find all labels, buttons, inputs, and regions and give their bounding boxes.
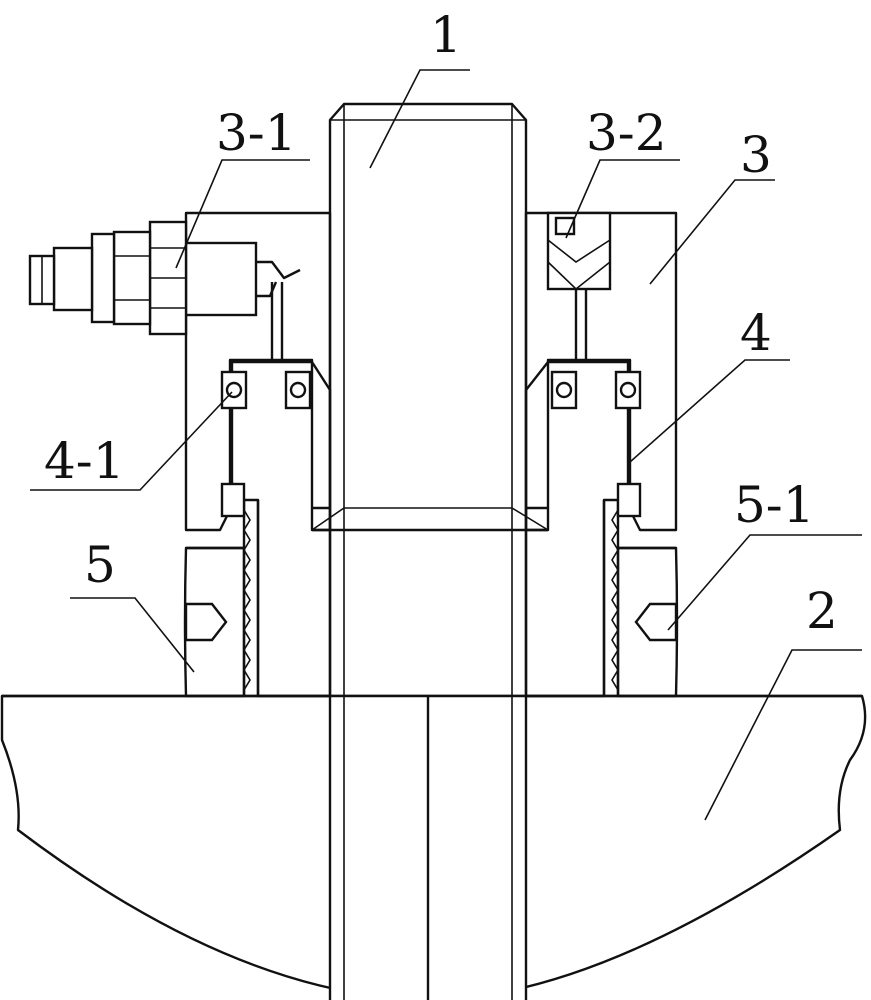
locking-screws-5-1 [184,602,678,642]
label-part-3-1: 3-1 [216,104,297,162]
base-part-2 [0,694,867,1000]
label-part-4: 4 [740,304,772,362]
bleed-plug-3-2 [546,211,612,360]
shaft-part-1 [311,102,549,696]
label-part-1: 1 [430,6,462,64]
hydraulic-fitting-3-1 [28,220,301,360]
label-part-3-2: 3-2 [586,104,667,162]
label-part-5-1: 5-1 [734,476,815,534]
label-part-5: 5 [84,536,116,594]
label-part-3: 3 [740,126,772,184]
label-part-4-1: 4-1 [44,432,125,490]
piston-part-4 [220,360,642,698]
leader-lines [30,69,862,821]
label-part-2: 2 [806,582,838,640]
